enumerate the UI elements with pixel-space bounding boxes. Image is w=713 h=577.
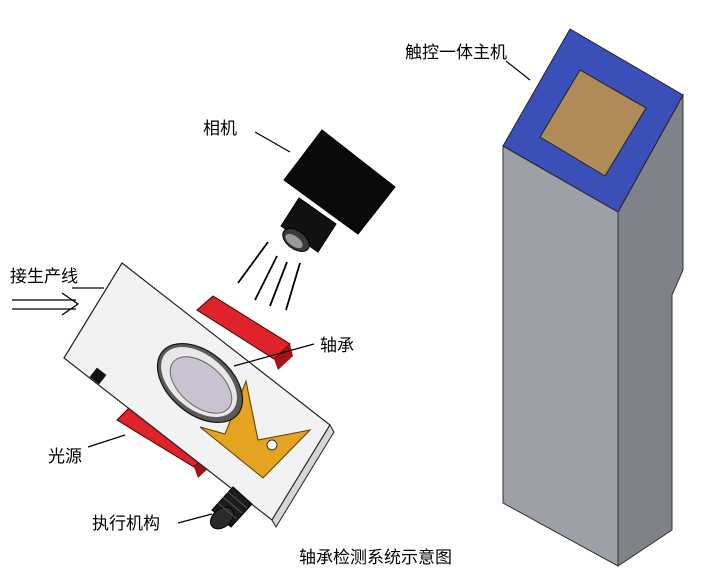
camera-leader-line: [254, 131, 291, 153]
light-source-label: 光源: [48, 447, 82, 467]
kiosk-label: 触控一体主机: [405, 43, 507, 63]
kiosk-front-face: [502, 145, 619, 567]
bearing-label: 轴承: [320, 336, 354, 356]
touch-kiosk: 触控一体主机: [405, 28, 684, 567]
production-line-label: 接生产线: [10, 267, 78, 287]
actuator-knob: [209, 486, 253, 530]
platform-edge: [271, 424, 335, 528]
sensor: [89, 367, 107, 385]
bearing-leader-line: [233, 343, 315, 367]
production-line-arrows: [12, 292, 80, 316]
inspection-station: 轴承: [63, 262, 354, 530]
camera-body: [283, 129, 396, 235]
light-source-leader: [87, 434, 126, 448]
kiosk-leader-line: [505, 60, 531, 81]
camera: 相机: [203, 119, 396, 311]
v-block-fixture: [199, 379, 312, 479]
kiosk-screen: [539, 69, 647, 177]
actuator-leader: [177, 513, 213, 524]
camera-view-rays: [237, 241, 301, 311]
fixture-hole: [266, 439, 278, 451]
diagram-caption: 轴承检测系统示意图: [299, 548, 452, 568]
camera-lens-glass: [285, 233, 303, 249]
camera-label: 相机: [203, 119, 237, 139]
actuator-label: 执行机构: [92, 514, 160, 534]
bearing-face: [169, 356, 233, 414]
